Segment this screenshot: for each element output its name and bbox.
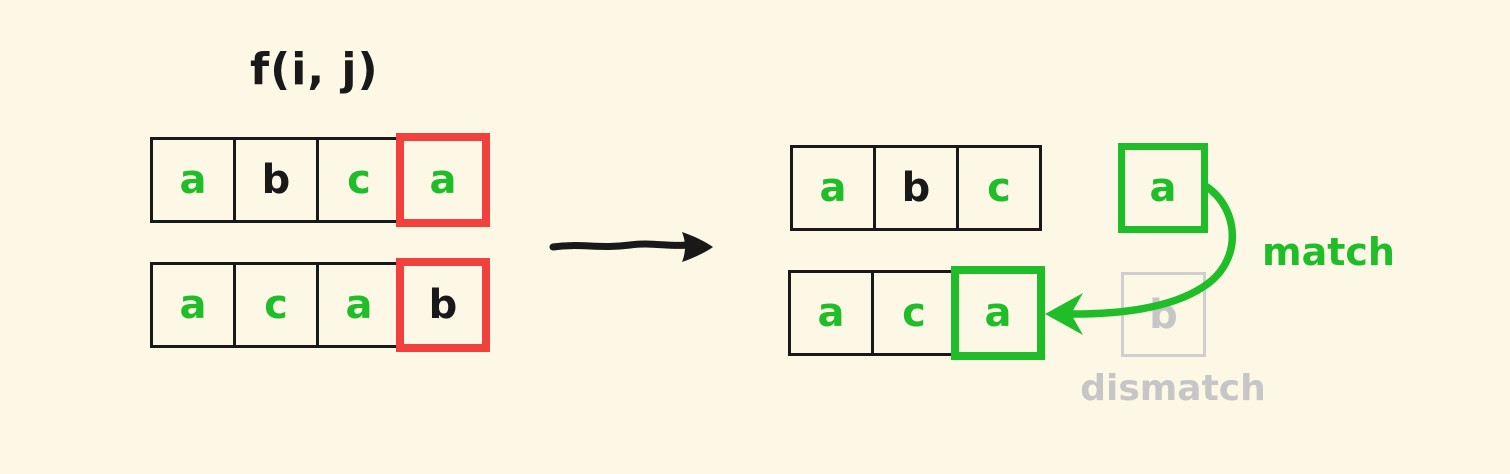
transform-arrow-icon (549, 232, 713, 262)
source-sequence-top: a b c a (150, 132, 490, 228)
match-arrow-icon (1045, 183, 1237, 335)
cell: c (316, 137, 402, 223)
cell-letter: b (901, 165, 931, 211)
cell: a (316, 262, 402, 348)
cell: a (788, 270, 874, 356)
cell-letter: b (261, 157, 291, 203)
cell: c (871, 270, 957, 356)
result-sequence-top: a b c (790, 140, 1042, 236)
cell-letter: a (817, 290, 845, 336)
cell: a (150, 262, 236, 348)
cell-letter: a (429, 157, 457, 203)
cell-letter: a (179, 157, 207, 203)
cell-letter: c (264, 282, 288, 328)
source-sequence-bottom: a c a b (150, 257, 490, 353)
cell-highlighted-red: a (396, 133, 490, 227)
cell: b (233, 137, 319, 223)
cell-letter: a (984, 290, 1012, 336)
cell-letter: b (428, 282, 458, 328)
cell-letter: c (902, 290, 926, 336)
cell: b (873, 145, 959, 231)
match-label: match (1262, 230, 1395, 274)
cell: c (956, 145, 1042, 231)
cell-letter: a (179, 282, 207, 328)
function-label: f(i, j) (250, 44, 379, 95)
cell-highlighted-green: a (951, 266, 1045, 360)
cell-letter: c (987, 165, 1011, 211)
result-sequence-bottom: a c a (788, 265, 1045, 361)
cell-highlighted-red: b (396, 258, 490, 352)
cell-letter: a (819, 165, 847, 211)
cell-letter: a (345, 282, 373, 328)
dismatch-label: dismatch (1080, 368, 1266, 409)
cell: a (150, 137, 236, 223)
cell-letter: c (347, 157, 371, 203)
cell: a (790, 145, 876, 231)
cell: c (233, 262, 319, 348)
cell-letter: a (1149, 165, 1177, 211)
